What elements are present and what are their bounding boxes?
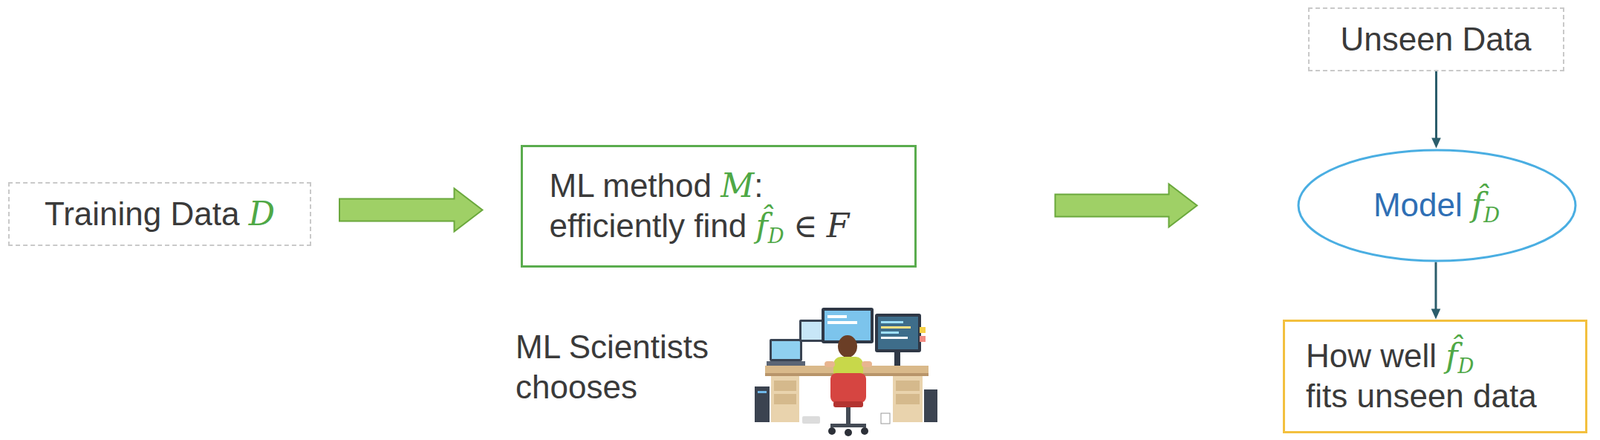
data-box: Training Data D [8,181,312,246]
node-text: Model f̂D [1373,184,1500,226]
block-arrow [339,188,483,232]
caption-label: ML Scientists chooses [515,326,709,407]
node-text: How well f̂D fits unseen data [1305,335,1537,416]
method-box: ML method M: efficiently find f̂D ∈ F [520,144,917,268]
data-box: Unseen Data [1308,7,1565,72]
node-text: ML method M: efficiently find f̂D ∈ F [549,165,850,246]
flow-arrow [1431,71,1442,149]
flow-arrow [1431,262,1442,320]
evaluation-box: How well f̂D fits unseen data [1282,319,1588,434]
scientist-illustration [750,297,944,439]
node-text: Training Data D [44,193,275,234]
model-ellipse: Model f̂D [1296,148,1577,263]
node-text: Unseen Data [1340,19,1532,60]
block-arrow [1055,184,1198,228]
